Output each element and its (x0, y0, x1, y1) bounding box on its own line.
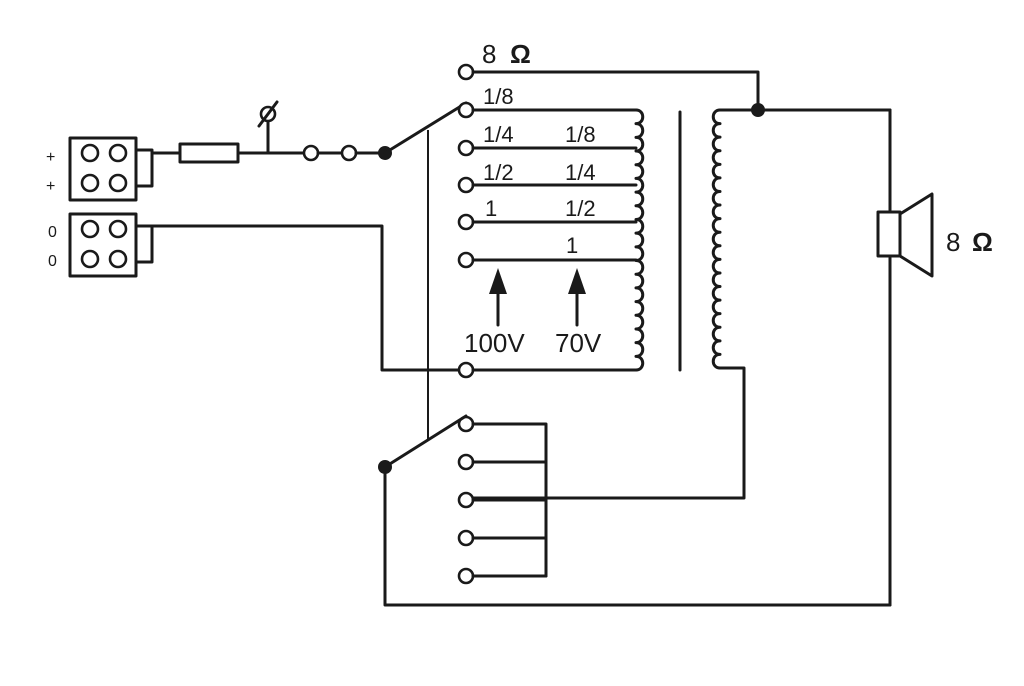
tap-70v-label-3: 1/2 (565, 196, 596, 221)
switch-2-bus (471, 422, 548, 578)
input-connector-zero (68, 212, 154, 278)
tap-terminal-3 (457, 176, 475, 194)
switch-2-contact-2 (457, 453, 475, 471)
tap-100v-label-1: 1/8 (483, 84, 514, 109)
top-ohm-symbol: Ω (510, 39, 531, 69)
zero-label-2: 0 (48, 253, 57, 270)
switch-2-contact-3 (457, 491, 475, 509)
speaker-icon (876, 192, 934, 278)
junction-dot (751, 103, 765, 117)
voltage-label-70v: 70V (555, 328, 602, 358)
plus-label-1: + (46, 149, 55, 166)
terminal-a (302, 144, 320, 162)
tap-terminal-1 (457, 101, 475, 119)
transformer-secondary-coil (711, 108, 722, 370)
test-point-slash (257, 100, 279, 128)
arrow-up-icon-100v (489, 268, 507, 327)
arrow-up-icon-70v (568, 268, 586, 327)
tap-70v-label-1: 1/8 (565, 122, 596, 147)
tap-terminal-5 (457, 251, 475, 269)
speaker-ohm-value: 8 (946, 227, 960, 257)
tap-100v-label-4: 1 (485, 196, 497, 221)
switch-2-contact-5 (457, 567, 475, 585)
tap-70v-label-4: 1 (566, 233, 578, 258)
transformer-primary-coil (634, 108, 645, 372)
speaker-ohm-symbol: Ω (972, 227, 993, 257)
zero-label-1: 0 (48, 224, 57, 241)
top-ohm-value: 8 (482, 39, 496, 69)
tap-70v-label-2: 1/4 (565, 160, 596, 185)
tap-100v-label-2: 1/4 (483, 122, 514, 147)
tap-terminal-4 (457, 213, 475, 231)
fuse-icon (178, 142, 240, 164)
tap-8-ohm-terminal (457, 63, 475, 81)
switch-1-lever (383, 101, 468, 155)
plus-label-2: + (46, 178, 55, 195)
terminal-b (340, 144, 358, 162)
wire-secondary-bottom (471, 366, 746, 500)
switch-2-lever (383, 414, 468, 469)
switch-2-contact-4 (457, 529, 475, 547)
tap-100v-label-3: 1/2 (483, 160, 514, 185)
voltage-label-100v: 100V (464, 328, 525, 358)
input-connector-positive (68, 136, 154, 202)
wire-return-bottom (383, 465, 892, 607)
wire-8-ohm-tap (471, 70, 760, 112)
tap-terminal-2 (457, 139, 475, 157)
wire-zero-to-common (150, 224, 460, 372)
tap-terminal-common (457, 361, 475, 379)
